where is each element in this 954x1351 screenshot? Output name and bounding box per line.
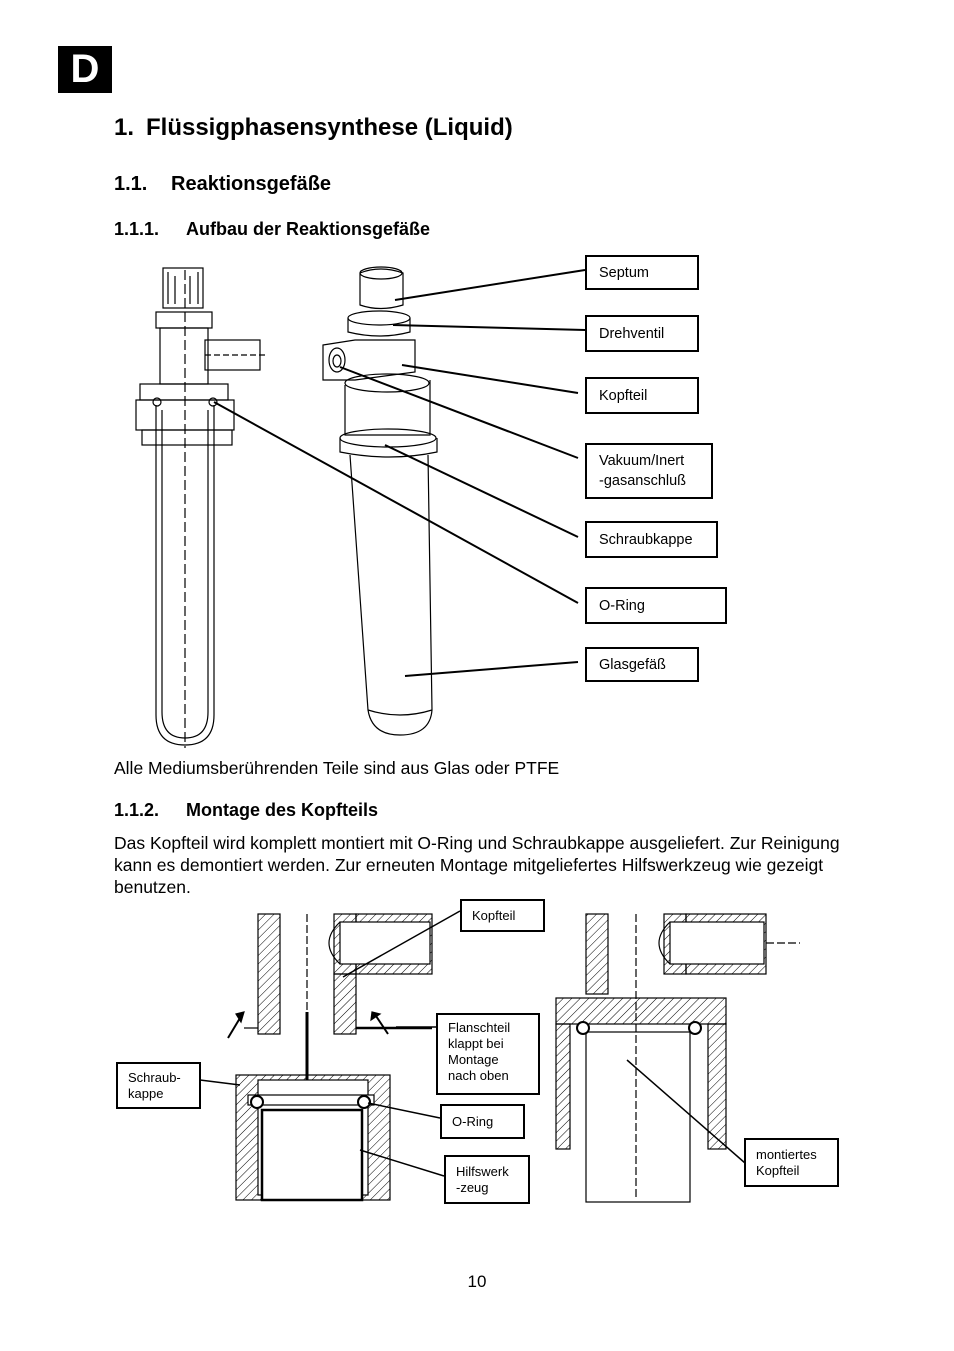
label-schraubkappe: Schraubkappe [585,521,718,558]
page-number: 10 [467,1272,487,1291]
label-flanschteil: Flanschteil klappt bei Montage nach oben [436,1013,540,1095]
note-text: Alle Mediumsberührenden Teile sind aus G… [114,758,560,778]
language-badge: D [58,46,112,93]
heading-3-aufbau: 1.1.1.Aufbau der Reaktionsgefäße [114,219,431,239]
label-drehventil: Drehventil [585,315,699,352]
label-vakuum: Vakuum/Inert -gasanschluß [585,443,713,499]
label-glasgefaess: Glasgefäß [585,647,699,682]
heading-1: 1.Flüssigphasensynthese (Liquid) [114,114,513,141]
label-kopfteil: Kopfteil [585,377,699,414]
label-oring: O-Ring [585,587,727,624]
heading-3-montage: 1.1.2.Montage des Kopfteils [114,800,379,820]
label-montiertes-kopfteil: montiertes Kopfteil [744,1138,839,1187]
heading-2: 1.1.Reaktionsgefäße [114,173,332,195]
label-schraubkappe-2: Schraub- kappe [116,1062,201,1109]
label-oring-2: O-Ring [440,1104,525,1139]
montage-paragraph: Das Kopfteil wird komplett montiert mit … [114,833,840,897]
label-hilfswerkzeug: Hilfswerk -zeug [444,1155,530,1204]
label-kopfteil-2: Kopfteil [460,899,545,932]
label-septum: Septum [585,255,699,290]
